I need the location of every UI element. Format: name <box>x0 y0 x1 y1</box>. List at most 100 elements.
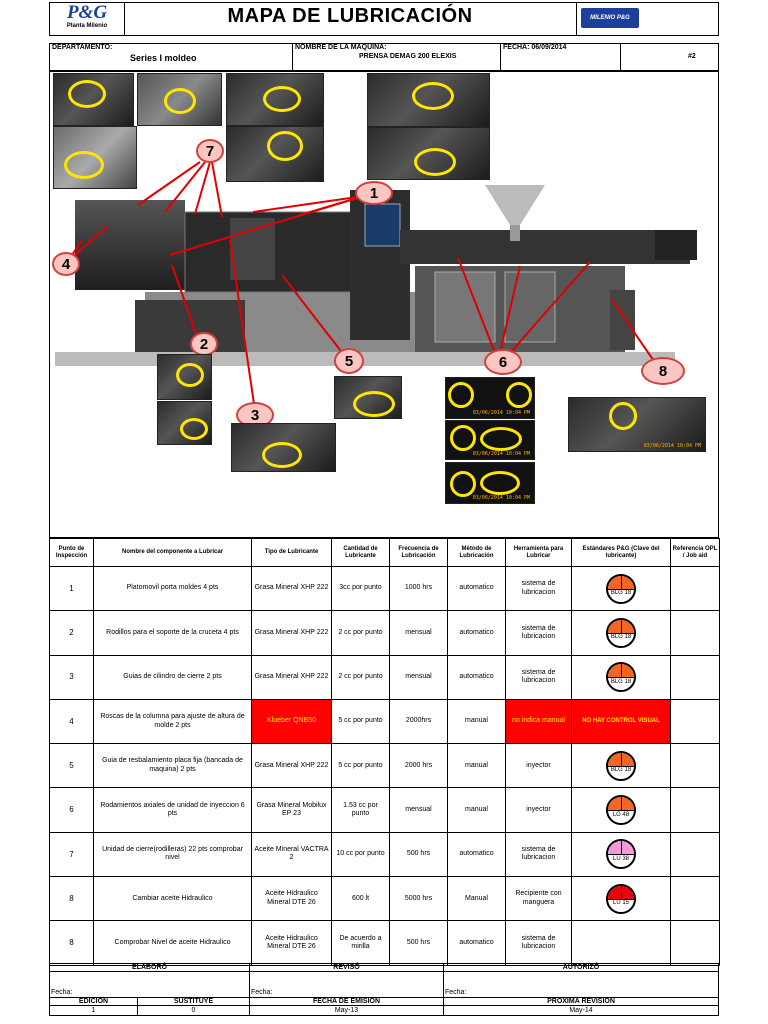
highlight-ring <box>68 80 106 108</box>
type-cell: Grasa Mineral XHP 222 <box>251 565 332 612</box>
point-cell: 2 <box>49 610 94 656</box>
method-cell: automatico <box>447 610 506 656</box>
component-cell: Guia de resbalamiento placa fija (bancad… <box>93 743 252 789</box>
highlight-ring <box>412 82 454 110</box>
type-cell: Aceite Hidraulico Mineral DTE 26 <box>251 920 332 966</box>
highlight-ring <box>64 151 104 179</box>
qty-cell: 2 cc por punto <box>331 654 390 700</box>
component-cell: Unidad de cierre(rodilleras) 22 pts comp… <box>93 831 252 878</box>
detail-photo-2 <box>137 73 222 126</box>
milenio-logo-text: MILENIO P&G <box>590 15 630 21</box>
detail-photo-9 <box>157 401 212 445</box>
highlight-ring <box>176 363 204 387</box>
freq-cell: mensual <box>389 654 448 700</box>
revision-value: May-14 <box>443 1005 719 1016</box>
date-label: FECHA: 06/09/2014 <box>503 44 567 51</box>
tool-cell: inyector <box>505 787 572 833</box>
callout-6: 6 <box>484 349 522 375</box>
ref-cell <box>670 698 720 745</box>
standard-cell: LU 15 <box>571 876 671 922</box>
highlight-ring <box>353 391 395 417</box>
highlight-ring <box>609 402 637 430</box>
col-header: Referencia OPL / Job aid <box>670 538 720 567</box>
detail-photo-3 <box>226 73 324 126</box>
callout-5: 5 <box>334 348 364 374</box>
ref-cell <box>670 787 720 833</box>
col-header: Herramienta para Lubricar <box>505 538 572 567</box>
standard-cell: BLG 18 <box>571 654 671 700</box>
department-label: DEPARTAMENTO: <box>52 44 113 51</box>
highlight-ring <box>164 88 196 114</box>
lubricant-code: LG 48 <box>612 811 630 818</box>
tool-cell: Recipiente con manguera <box>505 876 572 922</box>
component-cell: Cambiar aceite Hidraulico <box>93 876 252 922</box>
type-cell: Grasa Mineral XHP 222 <box>251 654 332 700</box>
detail-photo-4 <box>53 126 137 189</box>
machine-label: NOMBRE DE LA MAQUINA: <box>295 44 387 51</box>
col-header: Frecuencia de Lubricación <box>389 538 448 567</box>
standard-cell: BLG 18 <box>571 743 671 789</box>
callout-arrows <box>67 161 657 405</box>
highlight-ring <box>414 148 456 176</box>
component-cell: Rodillos para el soporte de la cruceta 4… <box>93 610 252 656</box>
qty-cell: 3cc por punto <box>331 565 390 612</box>
method-cell: automatico <box>447 920 506 966</box>
point-cell: 6 <box>49 787 94 833</box>
lubrication-table: Punto de Inspección Nombre del component… <box>49 538 720 966</box>
lubricant-tag-icon: LU 38 <box>606 839 636 870</box>
milenio-logo: MILENIO P&G <box>581 8 639 28</box>
point-cell: 8 <box>49 876 94 922</box>
info-row <box>49 43 719 71</box>
point-cell: 5 <box>49 743 94 789</box>
photo-timestamp: 03/06/2014 10:04 PM <box>472 410 530 416</box>
point-cell: 7 <box>49 831 94 878</box>
sheet-number: #2 <box>688 53 696 60</box>
lubricant-tag-icon: LU 15 <box>606 883 636 914</box>
qty-cell: De acuerdo a mirilla <box>331 920 390 966</box>
callout-4: 4 <box>52 252 80 276</box>
highlight-ring <box>480 427 522 451</box>
col-header: Método de Lubricación <box>447 538 506 567</box>
method-cell: Manual <box>447 876 506 922</box>
component-cell: Roscas de la columna para ajuste de altu… <box>93 698 252 745</box>
standard-cell <box>571 920 671 966</box>
method-cell: automatico <box>447 654 506 700</box>
department-value: Series I moldeo <box>130 53 197 63</box>
tool-cell: sistema de lubricacion <box>505 565 572 612</box>
lubricant-tag-icon: LG 48 <box>606 795 636 826</box>
page-title: MAPA DE LUBRICACIÓN <box>227 5 473 27</box>
type-cell: Aceite Hidraulico Mineral DTE 26 <box>251 876 332 922</box>
ref-cell <box>670 565 720 612</box>
type-cell: Aceite Mineral VACTRA 2 <box>251 831 332 878</box>
lubricant-tag-icon: BLG 18 <box>606 573 636 604</box>
callout-7: 7 <box>196 139 224 163</box>
qty-cell: 10 cc por punto <box>331 831 390 878</box>
lubricant-tag-icon: BLG 18 <box>606 662 636 693</box>
machine-value: PRENSA DEMAG 200 ELEXIS <box>359 53 457 60</box>
ref-cell <box>670 743 720 789</box>
standard-cell: LG 48 <box>571 787 671 833</box>
highlight-ring <box>480 471 520 495</box>
highlight-ring <box>262 442 302 468</box>
plant-name: Planta Milenio <box>66 23 108 29</box>
tool-cell: inyector <box>505 743 572 789</box>
detail-photo-6 <box>367 73 490 127</box>
highlight-ring <box>450 471 476 497</box>
standard-cell: BLG 18 <box>571 610 671 656</box>
detail-photo-15: 03/06/2014 10:04 PM <box>568 397 706 452</box>
photo-timestamp: 03/06/2014 10:04 PM <box>472 451 530 457</box>
standard-cell: LU 38 <box>571 831 671 878</box>
brand-name: P&G <box>66 2 108 23</box>
method-cell: manual <box>447 787 506 833</box>
qty-cell: 5 cc por punto <box>331 743 390 789</box>
component-cell: Comprobar Nivel de aceite Hidraulico <box>93 920 252 966</box>
ref-cell <box>670 876 720 922</box>
detail-photo-5 <box>226 126 324 182</box>
method-cell: automatico <box>447 565 506 612</box>
